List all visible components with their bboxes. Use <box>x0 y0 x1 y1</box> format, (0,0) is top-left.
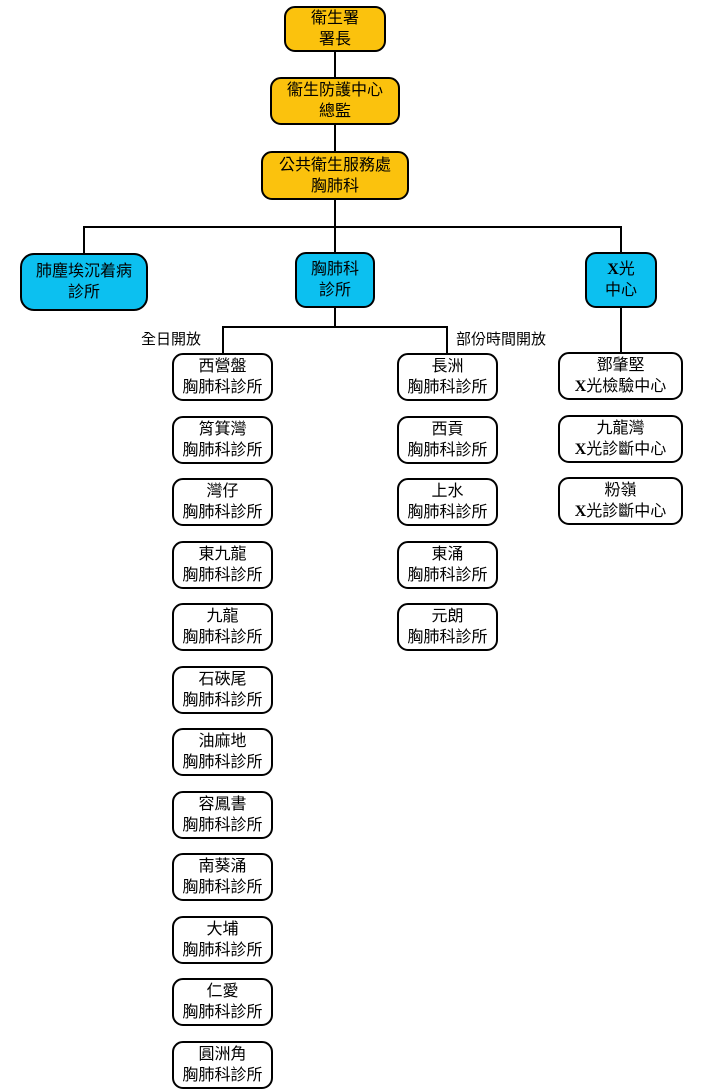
node-chest-clinics: 胸肺科 診所 <box>295 252 375 308</box>
node-label-line: 診所 <box>67 284 100 301</box>
clinic-box: 石硤尾 胸肺科診所 <box>172 665 273 714</box>
clinic-type: 胸肺科診所 <box>182 691 263 709</box>
xray-centre-box: 鄧肇堅 X光檢驗中心 <box>558 352 683 400</box>
node-label-line: 肺塵埃沉着病 <box>35 263 132 280</box>
clinic-name: 仁愛 <box>206 983 239 1000</box>
clinic-type: 胸肺科診所 <box>407 504 488 521</box>
clinic-box: 西營盤 胸肺科診所 <box>172 353 273 401</box>
clinic-name: 元朗 <box>431 608 464 625</box>
clinic-name: 東涌 <box>431 545 464 563</box>
clinic-name: 圓洲角 <box>198 1045 247 1063</box>
clinic-type: 胸肺科診所 <box>182 879 263 896</box>
centre-type: X光診斷中心 <box>574 503 667 520</box>
node-label-line: X光 <box>607 261 635 278</box>
clinic-name: 長洲 <box>431 358 464 375</box>
clinic-box: 灣仔 胸肺科診所 <box>172 478 273 526</box>
clinic-type: 胸肺科診所 <box>182 754 263 771</box>
centre-type: X光檢驗中心 <box>574 378 667 395</box>
clinic-box: 上水 胸肺科診所 <box>397 478 498 526</box>
node-label-line: 公共衛生服務處 <box>278 156 391 174</box>
clinic-name: 筲箕灣 <box>198 420 247 438</box>
node-pneumoconiosis-clinic: 肺塵埃沉着病 診所 <box>20 253 148 311</box>
label-full-time-open: 全日開放 <box>141 332 202 348</box>
node-label-line: 診所 <box>318 282 351 299</box>
node-label-line: 胸肺科 <box>310 177 359 195</box>
xray-centre-box: 粉嶺 X光診斷中心 <box>558 477 683 525</box>
centre-name: 鄧肇堅 <box>596 357 645 374</box>
clinic-type: 胸肺科診所 <box>182 441 263 459</box>
clinic-box: 九龍 胸肺科診所 <box>172 603 273 651</box>
clinic-box: 圓洲角 胸肺科診所 <box>172 1040 273 1089</box>
clinic-name: 石硤尾 <box>198 670 247 688</box>
node-label-line: 衞生防護中心 <box>286 82 383 99</box>
clinic-box: 南葵涌 胸肺科診所 <box>172 853 273 901</box>
clinic-name: 南葵涌 <box>198 858 247 875</box>
clinic-type: 胸肺科診所 <box>182 1004 263 1021</box>
clinic-type: 胸肺科診所 <box>407 379 488 396</box>
clinic-type: 胸肺科診所 <box>182 1066 263 1084</box>
node-label-line: 中心 <box>604 282 637 299</box>
node-label-line: 衛生署 <box>310 10 359 27</box>
clinic-name: 九龍 <box>206 608 239 625</box>
clinic-name: 灣仔 <box>206 483 239 500</box>
clinic-name: 西營盤 <box>198 358 247 375</box>
node-public-health-services-chest: 公共衛生服務處 胸肺科 <box>261 151 409 200</box>
node-label-line: 總監 <box>318 103 351 120</box>
centre-type: X光診斷中心 <box>574 440 667 458</box>
clinic-type: 胸肺科診所 <box>407 566 488 584</box>
clinic-box: 筲箕灣 胸肺科診所 <box>172 415 273 464</box>
clinic-type: 胸肺科診所 <box>182 816 263 834</box>
clinic-name: 東九龍 <box>198 545 247 563</box>
clinic-name: 西貢 <box>431 420 464 438</box>
clinic-type: 胸肺科診所 <box>182 629 263 646</box>
clinic-type: 胸肺科診所 <box>182 379 263 396</box>
xray-centre-box: 九龍灣 X光診斷中心 <box>558 414 683 463</box>
clinic-box: 東九龍 胸肺科診所 <box>172 540 273 589</box>
column-full-time-clinics: 西營盤 胸肺科診所 筲箕灣 胸肺科診所 灣仔 胸肺科診所 東九龍 胸肺科診所 九… <box>172 353 273 1089</box>
clinic-box: 長洲 胸肺科診所 <box>397 353 498 401</box>
clinic-type: 胸肺科診所 <box>182 566 263 584</box>
clinic-box: 油麻地 胸肺科診所 <box>172 728 273 776</box>
clinic-box: 仁愛 胸肺科診所 <box>172 978 273 1026</box>
clinic-box: 容鳳書 胸肺科診所 <box>172 790 273 839</box>
node-label-line: 胸肺科 <box>310 261 359 278</box>
clinic-box: 西貢 胸肺科診所 <box>397 415 498 464</box>
centre-name: 粉嶺 <box>604 482 637 499</box>
node-dh-director: 衛生署 署長 <box>284 6 386 52</box>
clinic-type: 胸肺科診所 <box>182 941 263 959</box>
node-label-line: 署長 <box>318 31 351 48</box>
clinic-type: 胸肺科診所 <box>407 441 488 459</box>
clinic-box: 元朗 胸肺科診所 <box>397 603 498 651</box>
clinic-type: 胸肺科診所 <box>407 629 488 646</box>
clinic-box: 大埔 胸肺科診所 <box>172 915 273 964</box>
clinic-name: 容鳳書 <box>198 795 247 813</box>
clinic-box: 東涌 胸肺科診所 <box>397 540 498 589</box>
centre-name: 九龍灣 <box>596 419 645 437</box>
label-part-time-open: 部份時間開放 <box>456 332 547 348</box>
column-xray-centres: 鄧肇堅 X光檢驗中心 九龍灣 X光診斷中心 粉嶺 X光診斷中心 <box>558 352 683 525</box>
column-part-time-clinics: 長洲 胸肺科診所 西貢 胸肺科診所 上水 胸肺科診所 東涌 胸肺科診所 元朗 胸… <box>397 353 498 651</box>
clinic-name: 大埔 <box>206 920 239 938</box>
clinic-type: 胸肺科診所 <box>182 504 263 521</box>
node-chp-controller: 衞生防護中心 總監 <box>270 77 400 125</box>
clinic-name: 上水 <box>431 483 464 500</box>
clinic-name: 油麻地 <box>198 733 247 750</box>
node-xray-centres: X光 中心 <box>585 252 657 308</box>
